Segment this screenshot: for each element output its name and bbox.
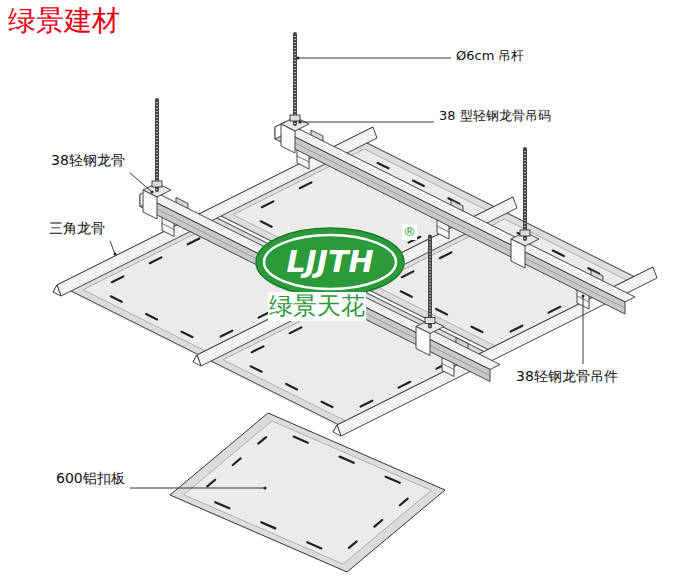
- panel-slot: [207, 480, 215, 487]
- leader-dot: [264, 487, 267, 490]
- panel-grid: [69, 142, 641, 428]
- loose-panel: [170, 413, 445, 572]
- hanger-rod: [428, 237, 432, 327]
- logo: [256, 228, 404, 296]
- panel-face: [184, 421, 432, 564]
- panel-slot: [294, 437, 308, 443]
- panel-slot: [188, 238, 200, 244]
- panel-slot: [349, 541, 357, 548]
- panel-slot: [233, 458, 241, 465]
- logo-ring: [264, 235, 396, 289]
- panel-slot: [251, 366, 262, 371]
- hanger-rod: [293, 34, 297, 124]
- leader-line: [583, 296, 584, 364]
- clip-fold: [162, 224, 174, 230]
- panel-slot: [262, 201, 274, 207]
- leader-line: [298, 58, 451, 59]
- leader-dot: [151, 191, 154, 194]
- watermark: 绿景天花: [268, 292, 366, 321]
- panel-slot: [221, 331, 233, 337]
- panel-slot: [290, 327, 302, 333]
- brand-title: 绿景建材: [8, 4, 120, 38]
- rail-label: 38轻钢龙骨: [50, 152, 126, 169]
- panel-slot: [286, 384, 297, 389]
- rod-nut: [425, 318, 435, 324]
- panel-slot: [361, 401, 373, 407]
- keel-end: [193, 355, 201, 366]
- keel-end: [53, 285, 61, 296]
- rod-thread: [294, 34, 296, 124]
- leader-line: [110, 241, 115, 254]
- panel-slot: [402, 271, 414, 277]
- logo-ellipse: [256, 228, 404, 296]
- panel-slot: [436, 309, 447, 314]
- hangers: [143, 34, 539, 356]
- clip-fold: [437, 226, 449, 232]
- hanger-plate: [281, 124, 295, 153]
- panel-slot: [261, 221, 272, 226]
- leader-line: [130, 173, 152, 192]
- panel-slot: [400, 499, 408, 506]
- panel-slot: [300, 182, 312, 188]
- hanger-plate: [416, 327, 430, 356]
- hanger-rod: [155, 100, 159, 190]
- panel-slot: [182, 332, 193, 337]
- panel-slot: [401, 291, 412, 296]
- triangle-keels: [53, 127, 657, 436]
- leader-dot: [114, 253, 117, 256]
- leader-dot: [582, 295, 585, 298]
- rod-nut: [520, 230, 530, 236]
- leader-line: [300, 122, 434, 123]
- panel-slot: [258, 437, 266, 444]
- panel-slot: [374, 520, 382, 527]
- carrier-rails: [140, 122, 635, 382]
- rod-label: Ø6cm 吊杆: [455, 48, 525, 64]
- hanger-label: 38 型轻钢龙骨吊码: [438, 108, 552, 124]
- rod-thread: [429, 237, 431, 327]
- panel-slot: [472, 327, 483, 332]
- panel-slot: [215, 502, 229, 508]
- keel-end: [333, 425, 341, 436]
- panel-label: 600铝扣板: [55, 470, 126, 487]
- hanger-rod: [523, 149, 527, 239]
- panel-slot: [553, 251, 564, 256]
- aluminium-panel: [170, 413, 445, 572]
- clip-label: 38轻钢龙骨吊件: [515, 368, 619, 385]
- clip-fold: [297, 156, 309, 162]
- rod-nut: [290, 115, 300, 121]
- logo-text: LJJTH: [285, 244, 374, 280]
- rod-thread: [524, 149, 526, 239]
- rail-side: [140, 195, 490, 382]
- panel-slot: [511, 326, 523, 332]
- registered-mark: ®: [402, 224, 417, 240]
- rod-nut: [152, 181, 162, 187]
- rod-thread: [156, 100, 158, 190]
- rail-top: [275, 122, 635, 302]
- panel-slot: [146, 314, 157, 319]
- rail-groove: [140, 201, 490, 376]
- panel-slot: [549, 307, 561, 313]
- panel-slot: [399, 382, 411, 388]
- panel-slot: [413, 181, 424, 186]
- clip-fold: [442, 364, 454, 370]
- panel-slot: [112, 276, 124, 282]
- hanger-plate: [511, 239, 525, 268]
- panel-slot: [111, 296, 122, 301]
- leader-dot: [299, 121, 302, 124]
- hanger-plate: [143, 190, 157, 219]
- panel-slot: [440, 252, 452, 258]
- panel-slot: [252, 346, 264, 352]
- panel-slot: [378, 163, 389, 168]
- keel-label: 三角龙骨: [48, 220, 106, 237]
- panel-slot: [150, 257, 162, 263]
- panel-slot: [307, 542, 321, 548]
- panel-slot: [261, 522, 275, 528]
- panel-slot: [322, 402, 333, 407]
- leader-dot: [297, 57, 300, 60]
- leader-line: [130, 488, 265, 489]
- panel-slot: [386, 477, 400, 483]
- panel-slot: [340, 457, 354, 463]
